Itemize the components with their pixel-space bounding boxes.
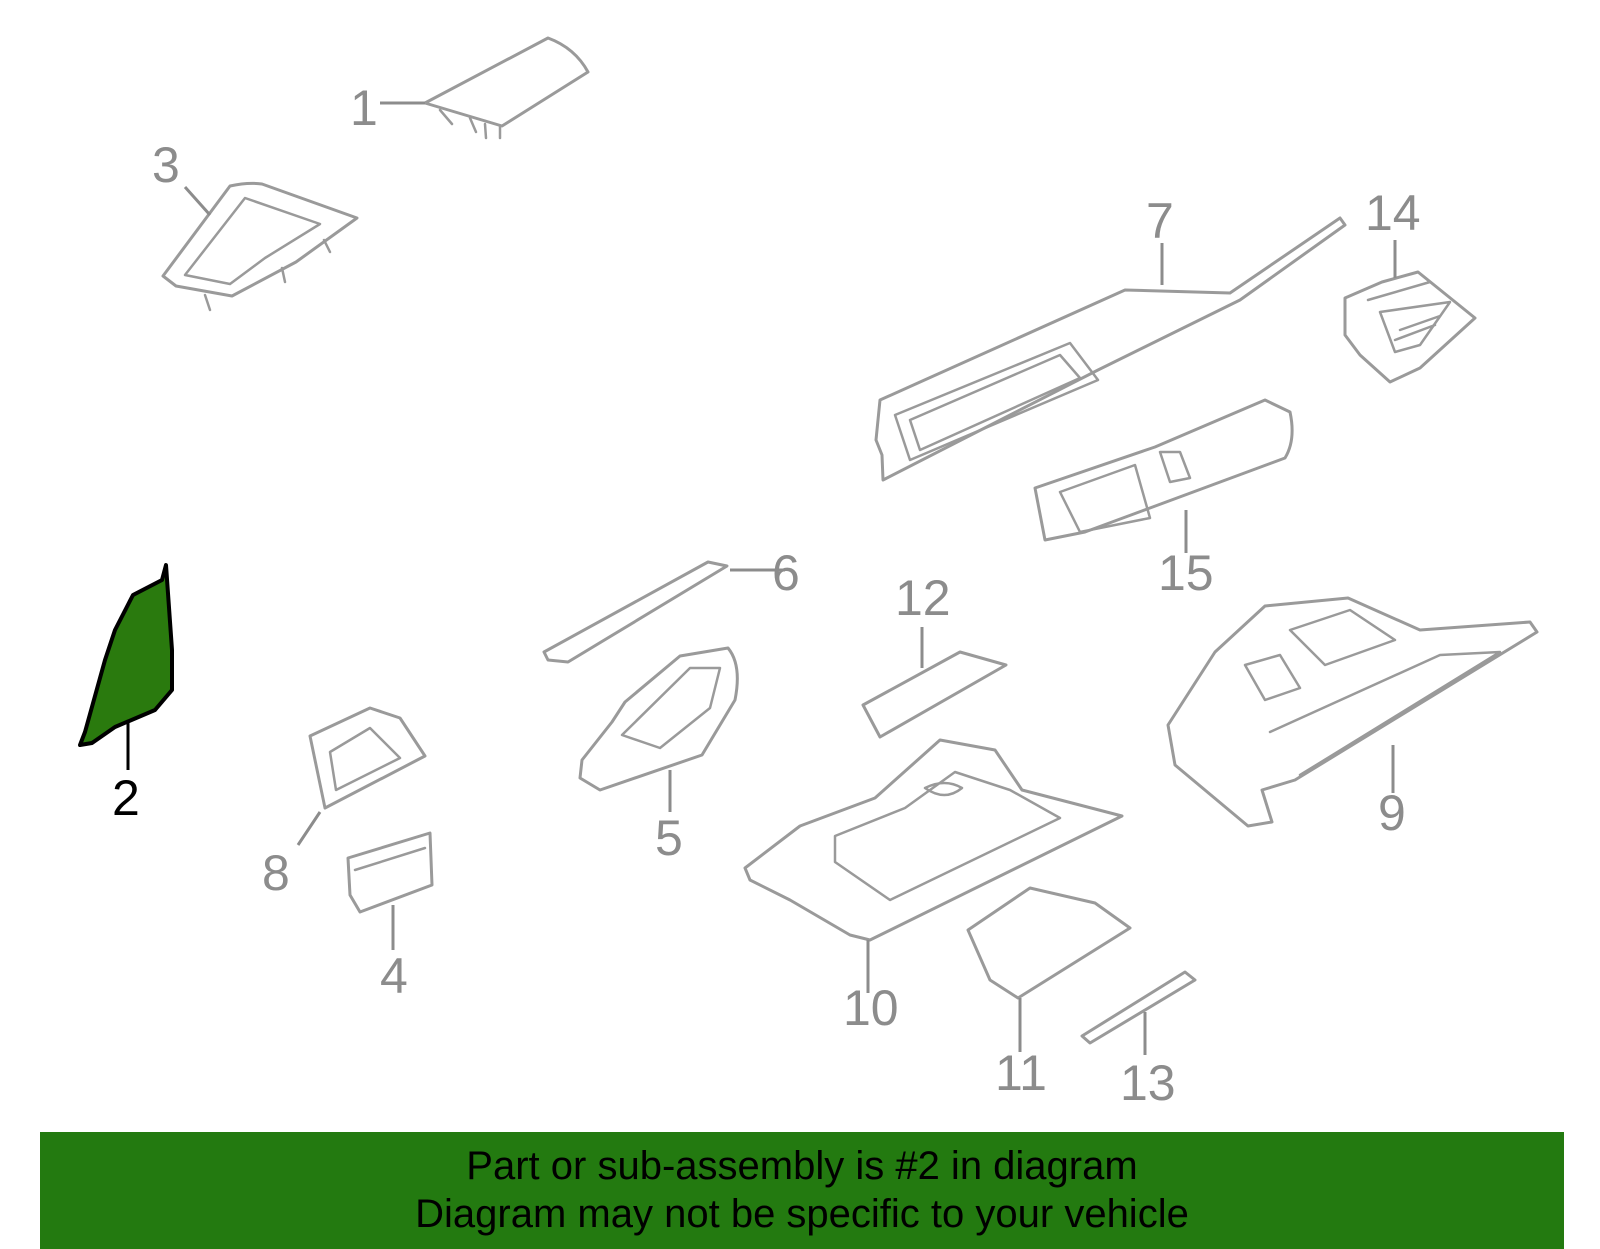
- callout-12: 12: [895, 570, 951, 626]
- callout-8: 8: [262, 845, 290, 901]
- callout-13: 13: [1120, 1055, 1176, 1111]
- callout-3: 3: [152, 137, 180, 193]
- callout-6: 6: [772, 545, 800, 601]
- part-13[interactable]: [1080, 970, 1197, 1045]
- part-3[interactable]: [161, 181, 359, 312]
- callout-7: 7: [1146, 193, 1174, 249]
- callout-11: 11: [995, 1045, 1047, 1101]
- part-8[interactable]: [308, 706, 427, 810]
- callout-2: 2: [112, 770, 140, 826]
- part-14[interactable]: [1343, 270, 1477, 384]
- part-7[interactable]: [874, 216, 1347, 482]
- callout-arrows: [126, 101, 1397, 1055]
- part-1[interactable]: [423, 36, 590, 140]
- callout-1: 1: [350, 80, 378, 136]
- part-12[interactable]: [861, 650, 1008, 739]
- part-6[interactable]: [542, 560, 729, 664]
- callout-15: 15: [1158, 545, 1214, 601]
- callout-10: 10: [843, 980, 899, 1036]
- callout-5: 5: [655, 810, 683, 866]
- part-4[interactable]: [346, 831, 434, 914]
- part-2-highlighted[interactable]: [78, 563, 174, 747]
- callout-14: 14: [1365, 185, 1421, 241]
- info-banner: Part or sub-assembly is #2 in diagram Di…: [40, 1132, 1564, 1249]
- callout-9: 9: [1378, 785, 1406, 841]
- part-11[interactable]: [966, 886, 1132, 1000]
- callout-4: 4: [380, 948, 408, 1004]
- part-10[interactable]: [743, 738, 1124, 942]
- part-5[interactable]: [578, 646, 739, 792]
- banner-line-2: Diagram may not be specific to your vehi…: [415, 1192, 1189, 1236]
- part-9[interactable]: [1166, 596, 1539, 828]
- banner-line-1: Part or sub-assembly is #2 in diagram: [466, 1144, 1138, 1188]
- part-15[interactable]: [1033, 398, 1294, 542]
